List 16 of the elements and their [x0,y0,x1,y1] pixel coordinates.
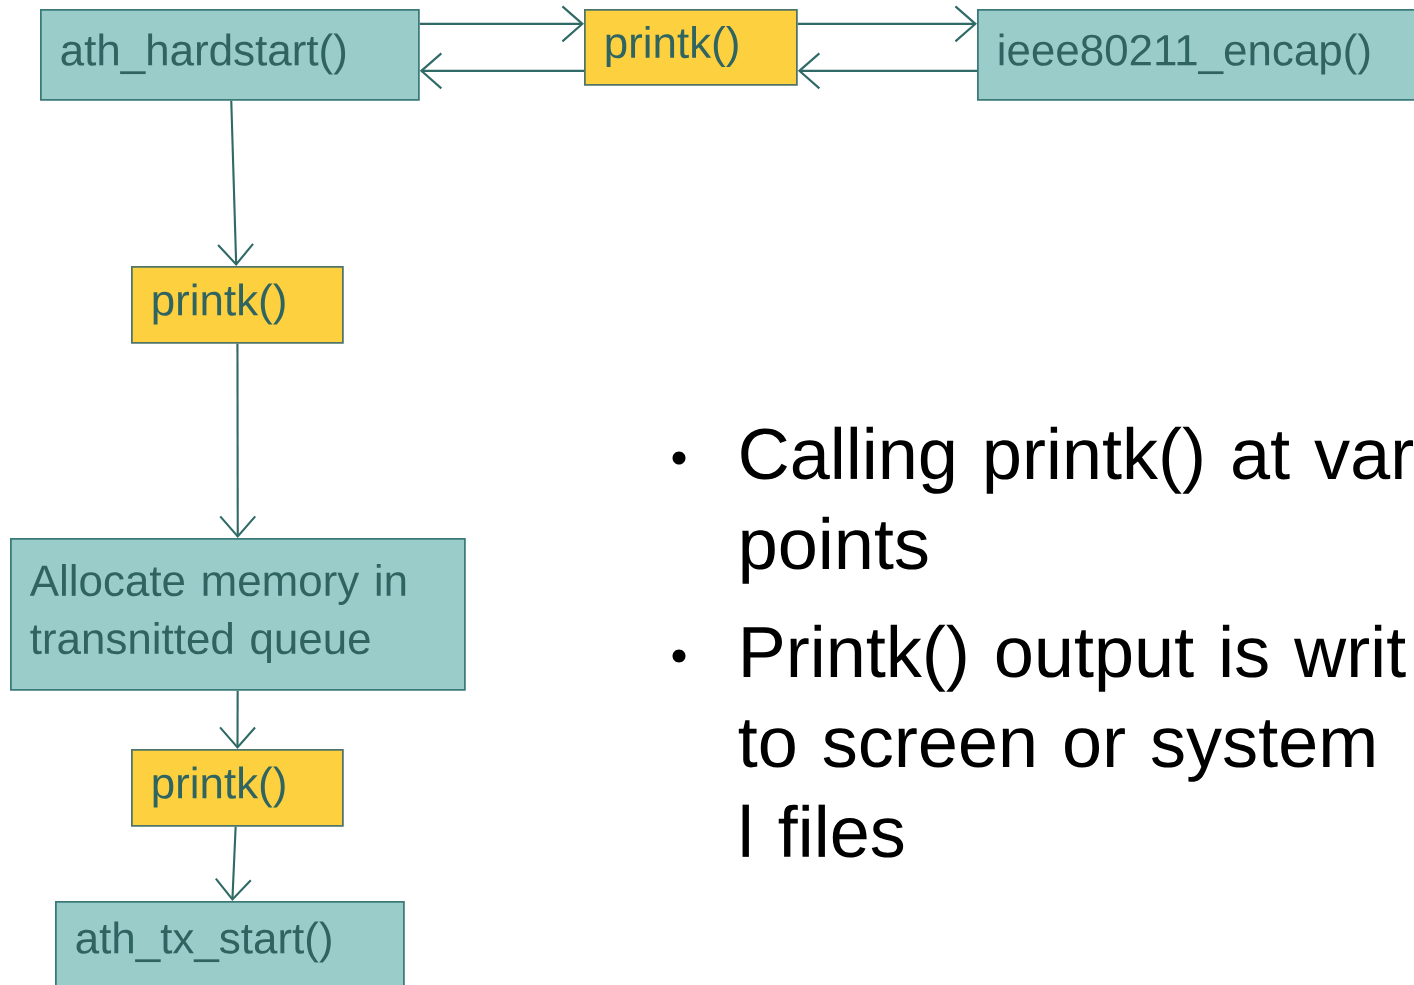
arrow [419,5,584,43]
arrow [217,100,254,266]
printk-box: printk() [131,266,344,344]
function-box: ath_hardstart() [40,9,420,101]
function-box: Allocate memory in transnitted queue [10,538,466,691]
arrow [419,52,584,90]
function-box: ath_tx_start() [55,901,405,985]
bullet-text: Calling printk() at var points [741,426,1413,584]
bullet-text: Printk() output is writ to screen or system l files [738,624,1406,858]
printk-box: printk() [131,749,344,827]
arrow [797,52,977,90]
function-box: ieee80211_encap() [977,9,1414,101]
arrow [215,826,252,901]
arrow [219,343,257,538]
printk-box: printk() [584,9,798,86]
arrow [797,5,977,43]
